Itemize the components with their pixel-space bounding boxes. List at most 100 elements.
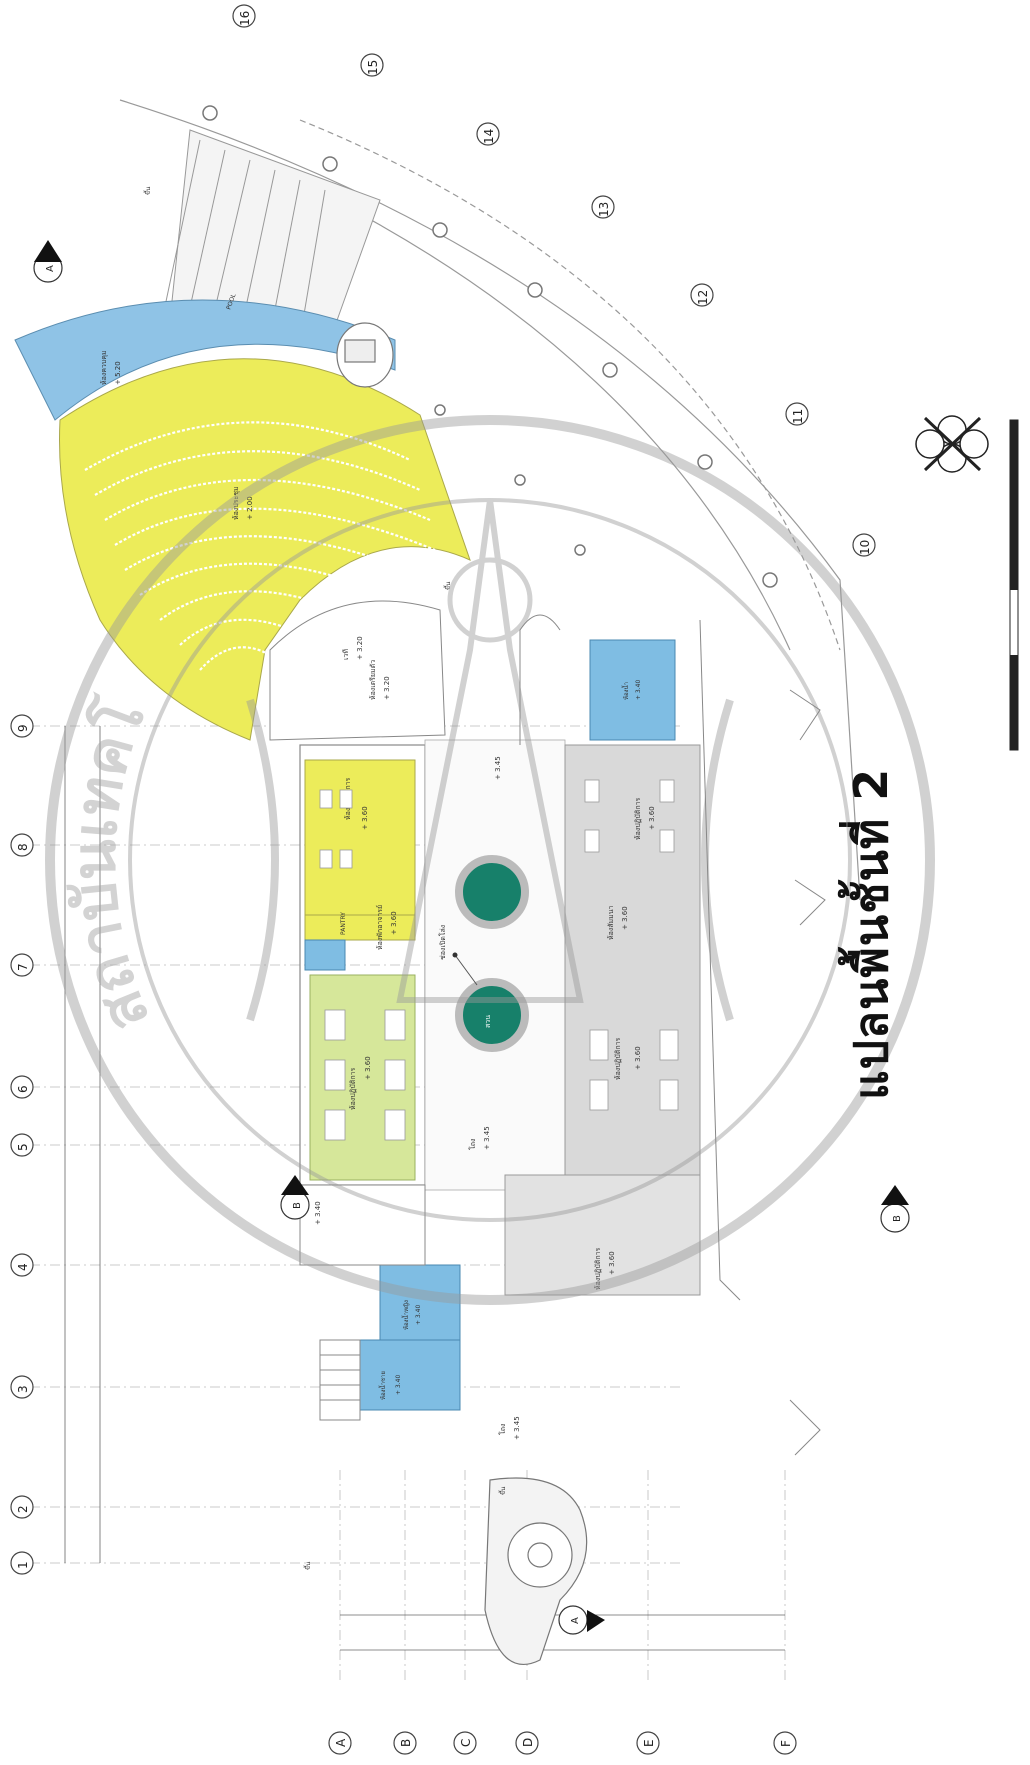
svg-text:16: 16 xyxy=(238,11,252,26)
grid-bubble-2: 2 xyxy=(10,1495,34,1519)
rotunda-stair-north xyxy=(336,322,394,388)
lab-west-name: ห้องปฏิบัติการ xyxy=(349,1067,357,1110)
grid-bubble-b: B xyxy=(393,1731,417,1755)
lab-south-name: ห้องปฏิบัติการ xyxy=(634,797,642,840)
svg-text:9: 9 xyxy=(16,724,30,732)
svg-text:12: 12 xyxy=(696,290,710,305)
section-markers: A A B B xyxy=(33,240,910,1635)
up-label-spiral: ขึ้น xyxy=(497,1487,507,1495)
wc-east-level: + 3.40 xyxy=(635,680,642,700)
watermark-seal xyxy=(45,415,935,1305)
wc-female-name: ห้องน้ำหญิง xyxy=(400,1300,410,1330)
lab-sw-area xyxy=(504,1174,701,1296)
up-label-west: ขึ้น xyxy=(302,1562,312,1570)
grid-bubbles-numbers: 1 2 3 4 5 6 7 8 9 10 11 12 13 14 15 16 xyxy=(10,4,876,1575)
svg-text:14: 14 xyxy=(482,129,496,144)
up-label-north: ขึ้น xyxy=(142,187,152,195)
office-level: + 3.60 xyxy=(390,911,398,935)
wc-female-area xyxy=(379,1264,461,1341)
svg-text:E: E xyxy=(642,1739,656,1747)
wc-male-area xyxy=(359,1339,461,1411)
svg-text:10: 10 xyxy=(858,540,872,555)
svg-text:1: 1 xyxy=(16,1561,30,1569)
grid-bubble-d: D xyxy=(515,1731,539,1755)
auditorium-area xyxy=(59,358,471,741)
auditorium-level: + 2.00 xyxy=(246,496,254,520)
central-courtyard xyxy=(424,739,566,1191)
grid-bubble-8: 8 xyxy=(10,833,34,857)
pantry-label: PANTRY xyxy=(340,912,347,935)
stage-level: + 3.20 xyxy=(356,636,364,660)
svg-text:5: 5 xyxy=(16,1143,30,1151)
grid-bubble-c: C xyxy=(453,1731,477,1755)
garden-north xyxy=(455,855,529,929)
svg-text:A: A xyxy=(45,265,56,272)
grid-bubble-16: 16 xyxy=(232,4,256,28)
seminar-name: ห้องสัมมนา xyxy=(607,905,615,940)
arc-columns xyxy=(202,105,778,588)
grid-bubble-6: 6 xyxy=(10,1075,34,1099)
lobby-level-north: + 3.45 xyxy=(494,756,502,780)
south-desks xyxy=(584,779,679,1111)
section-marker-b-left: B xyxy=(280,1175,310,1220)
scale-bar-icon xyxy=(1009,419,1019,751)
classroom-north-area xyxy=(304,759,416,916)
grid-bubble-12: 12 xyxy=(690,283,714,307)
plaza-lobby-label: โถง xyxy=(498,1424,507,1435)
stage-prep-level: + 3.20 xyxy=(383,676,391,700)
lab-west-level: + 3.60 xyxy=(364,1056,372,1080)
svg-text:4: 4 xyxy=(16,1263,30,1271)
svg-text:11: 11 xyxy=(791,409,805,424)
svg-text:3: 3 xyxy=(16,1385,30,1393)
grid-bubble-e: E xyxy=(636,1731,660,1755)
lab-south2-name: ห้องปฏิบัติการ xyxy=(614,1037,622,1080)
svg-text:C: C xyxy=(459,1739,473,1747)
svg-text:7: 7 xyxy=(16,963,30,971)
svg-text:A: A xyxy=(334,1738,348,1747)
stage-area xyxy=(269,600,446,741)
grid-bubble-13: 13 xyxy=(591,195,615,219)
svg-text:D: D xyxy=(521,1738,535,1747)
grid-bubble-1: 1 xyxy=(10,1551,34,1575)
svg-text:6: 6 xyxy=(16,1085,30,1093)
section-marker-a-bottom: A xyxy=(558,1605,605,1635)
lab-south2-level: + 3.60 xyxy=(634,1046,642,1070)
up-label-court: ขึ้น xyxy=(442,582,452,590)
wc-male-level: + 3.40 xyxy=(395,1375,402,1395)
grid-bubble-9: 9 xyxy=(10,714,34,738)
seminar-level: + 3.60 xyxy=(621,906,629,930)
control-room-level: + 5.20 xyxy=(114,361,122,385)
svg-text:B: B xyxy=(892,1215,903,1222)
garden-label: สวน xyxy=(484,1015,492,1028)
lobby-level-center: + 3.45 xyxy=(483,1126,491,1150)
south-wing-area xyxy=(564,744,701,1176)
stage-prep-name: ห้องเตรียมตัว xyxy=(369,660,377,700)
grid-bubble-5: 5 xyxy=(10,1133,34,1157)
north-arrow-icon xyxy=(915,415,989,473)
grid-bubble-a: A xyxy=(328,1731,352,1755)
spiral-stair xyxy=(484,1477,588,1665)
svg-text:B: B xyxy=(399,1739,413,1747)
lab-sw-name: ห้องปฏิบัติการ xyxy=(594,1247,602,1290)
control-room-name: ห้องควบคุม xyxy=(100,350,108,385)
auditorium-name: ห้องประชุม xyxy=(232,486,240,520)
pool-area xyxy=(14,299,396,421)
corridor-level: + 3.40 xyxy=(314,1201,322,1225)
svg-text:2: 2 xyxy=(16,1505,30,1513)
svg-text:F: F xyxy=(779,1740,793,1747)
lobby-label-center: โถง xyxy=(468,1139,477,1150)
lab-south-level: + 3.60 xyxy=(648,806,656,830)
office-area xyxy=(304,914,416,941)
lab-sw-level: + 3.60 xyxy=(608,1251,616,1275)
svg-text:13: 13 xyxy=(597,202,611,217)
desks xyxy=(319,789,406,1141)
west-corridor xyxy=(299,1184,426,1266)
grid-bubble-7: 7 xyxy=(10,953,34,977)
void-label: ช่องเปิดโล่ง xyxy=(438,925,447,960)
wc-female-level: + 3.40 xyxy=(415,1305,422,1325)
svg-text:15: 15 xyxy=(366,60,380,75)
grid-bubble-f: F xyxy=(773,1731,797,1755)
grid-bubble-3: 3 xyxy=(10,1375,34,1399)
office-name: ห้องพักอาจารย์ xyxy=(376,905,384,950)
